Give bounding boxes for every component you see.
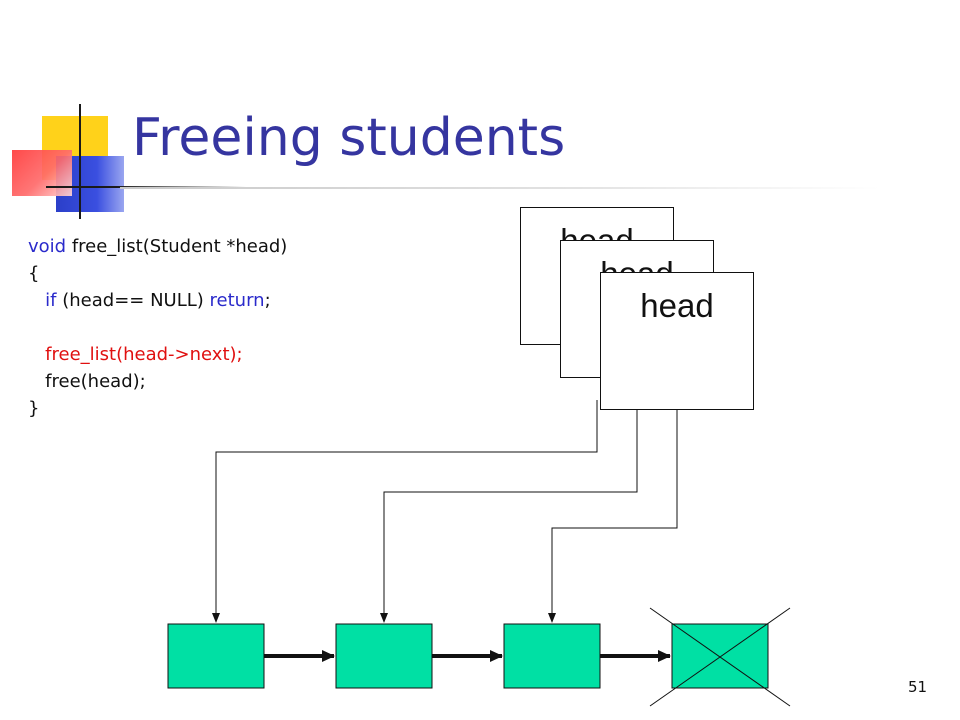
code-line: free_list(head->next); [28,341,287,368]
code-token: void [28,236,67,257]
freed-node-cross [649,607,791,707]
code-token: } [28,398,40,419]
code-line: free(head); [28,368,287,395]
slide-title: Freeing students [132,108,566,168]
stack-frame: head [600,272,754,410]
head-pointer-line [212,400,598,623]
list-node [167,623,265,689]
decor-vertical-line [79,104,81,219]
title-underline [120,187,880,189]
code-line: if (head== NULL) return; [28,287,287,314]
code-token: free_list(head->next); [45,344,243,365]
head-pointer-line [548,338,678,623]
stack-frame-label: head [640,287,714,324]
code-line: { [28,260,287,287]
code-line: } [28,395,287,422]
code-token: { [28,263,40,284]
head-pointer-line [380,372,638,623]
decor-red-square [12,150,72,196]
code-token: (head== NULL) [56,290,210,311]
cross-line [649,607,791,707]
code-token: if [45,290,57,311]
pointer-lines [212,338,678,623]
code-block: void free_list(Student *head) { if (head=… [28,233,287,422]
code-token: return [209,290,265,311]
list-node [335,623,433,689]
code-line: void free_list(Student *head) [28,233,287,260]
page-number: 51 [908,678,928,696]
list-node [503,623,601,689]
code-token: free(head); [28,371,146,392]
code-token: free_list(Student *head) [66,236,288,257]
code-token: ; [264,290,271,311]
